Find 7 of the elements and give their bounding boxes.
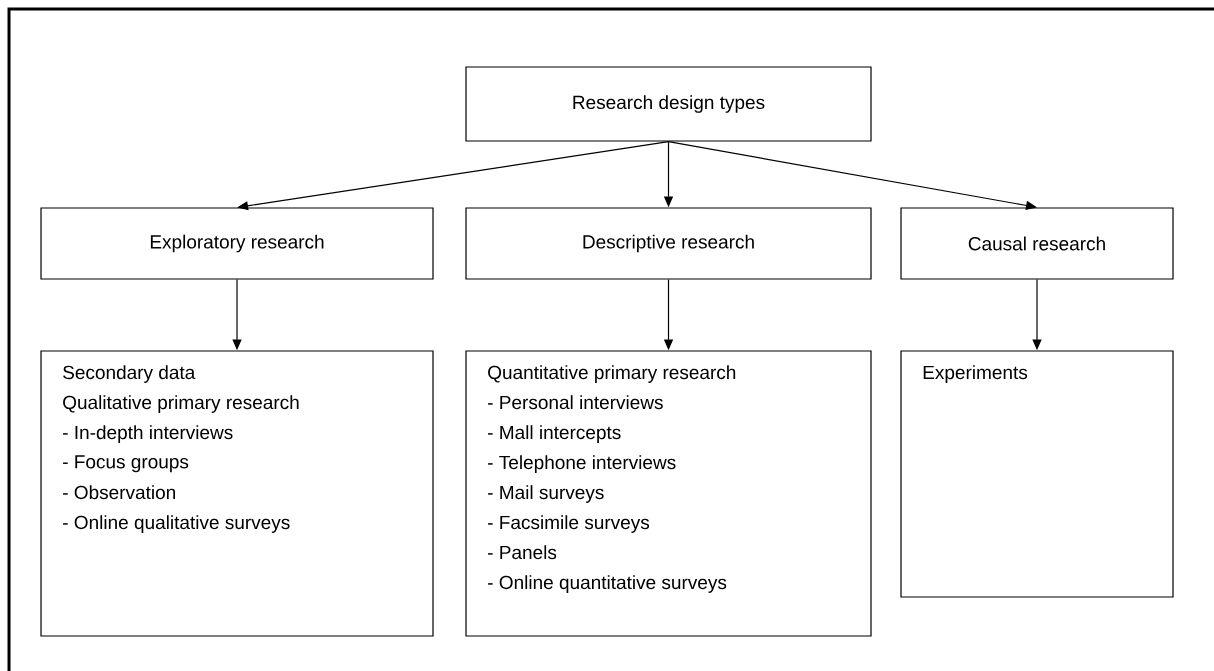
process-box: Exploratory research xyxy=(40,207,434,280)
list-box: Experiments xyxy=(900,350,1174,598)
list-box: Quantitative primary research - Personal interviews - Mall intercepts - Telephone interviews - Mail surveys - Facsimile surveys - Panels - Online quantitative surveys xyxy=(465,350,872,637)
process-box: Causal research xyxy=(900,207,1174,280)
process-box: Research design types xyxy=(465,66,872,142)
process-box: Descriptive research xyxy=(465,207,872,280)
list-box: Secondary data Qualitative primary research - In-depth interviews - Focus groups - Observation - Online qualitative surveys xyxy=(40,350,434,637)
